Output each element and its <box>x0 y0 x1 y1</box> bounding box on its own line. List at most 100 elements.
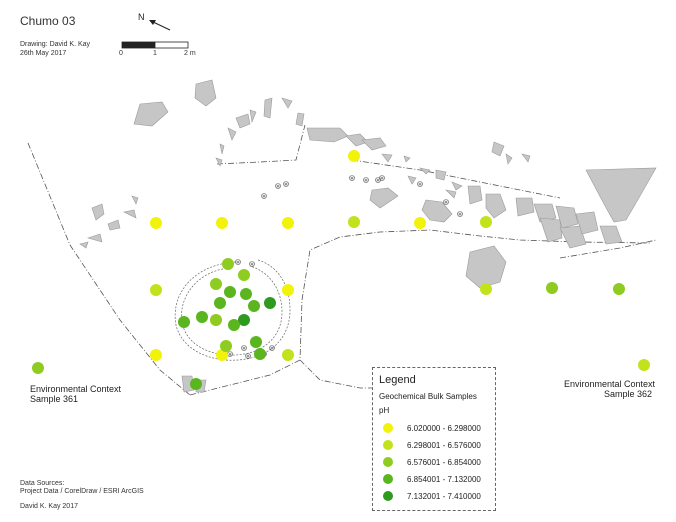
stone <box>559 225 587 249</box>
stone <box>419 167 431 175</box>
stone <box>249 109 257 124</box>
sample-marker <box>227 351 233 357</box>
env-sample-361-label: Environmental Context Sample 361 <box>30 384 121 404</box>
sample-marker <box>262 194 266 198</box>
drawing-credit: Drawing: David K. Kay 26th May 2017 <box>20 40 90 58</box>
sample-point <box>32 362 44 374</box>
sample-point <box>250 336 262 348</box>
legend-swatch <box>383 474 393 484</box>
sample-marker <box>236 260 240 264</box>
sample-point <box>282 284 294 296</box>
drawing-date: 26th May 2017 <box>20 50 67 57</box>
legend-label: 6.020000 - 6.298000 <box>407 423 481 433</box>
stone <box>421 199 453 223</box>
sample-point <box>150 284 162 296</box>
stone <box>235 113 251 129</box>
stone <box>123 209 137 219</box>
stone <box>361 137 387 151</box>
legend-swatch <box>383 491 393 501</box>
sample-point <box>210 278 222 290</box>
legend: Legend Geochemical Bulk Samples pH 6.020… <box>372 367 496 511</box>
legend-label: 6.854001 - 7.132000 <box>407 474 481 484</box>
stone <box>465 245 507 289</box>
stone <box>194 79 217 107</box>
legend-row: 6.020000 - 6.298000 <box>383 422 481 434</box>
legend-title: Legend <box>379 374 416 386</box>
sample-point <box>638 359 650 371</box>
sample-point <box>480 216 492 228</box>
sample-point <box>224 286 236 298</box>
sample-marker <box>363 177 369 183</box>
sample-point <box>254 348 266 360</box>
stone <box>295 112 305 127</box>
sample-marker <box>379 175 385 181</box>
stone <box>467 185 483 205</box>
sample-marker <box>457 211 463 217</box>
sample-marker <box>249 261 255 267</box>
stone <box>585 167 657 223</box>
north-arrow-icon <box>149 20 171 31</box>
stone <box>86 233 103 243</box>
sample-point <box>222 258 234 270</box>
stone <box>79 241 89 249</box>
sample-point <box>348 150 360 162</box>
sample-marker <box>284 182 288 186</box>
sample-point <box>228 319 240 331</box>
stone <box>91 203 105 221</box>
sample-point <box>178 316 190 328</box>
stone <box>515 197 535 217</box>
stone <box>533 203 557 223</box>
sample-point <box>220 340 232 352</box>
sample-point <box>190 378 202 390</box>
stone <box>575 211 599 235</box>
sample-point <box>238 269 250 281</box>
sample-marker <box>349 175 355 181</box>
sample-marker <box>283 181 289 187</box>
sample-marker <box>235 259 241 265</box>
sample-marker <box>246 354 250 358</box>
env-sample-362-label: Environmental Context Sample 362 <box>564 379 656 399</box>
sample-point <box>216 217 228 229</box>
env-left-line1: Environmental Context <box>30 384 122 394</box>
stone <box>381 153 393 163</box>
sample-marker <box>418 182 422 186</box>
sample-marker <box>275 183 281 189</box>
stone <box>435 169 447 181</box>
north-label: N <box>138 12 145 22</box>
stone <box>306 127 349 143</box>
drawing-author: Drawing: David K. Kay <box>20 41 91 48</box>
sample-marker <box>242 346 246 350</box>
sample-points-layer <box>32 150 650 390</box>
stone <box>181 375 195 393</box>
sample-point <box>264 297 276 309</box>
legend-row: 6.854001 - 7.132000 <box>383 473 481 485</box>
stone <box>263 97 273 119</box>
legend-label: 6.298001 - 6.576000 <box>407 440 481 450</box>
legend-swatch <box>383 423 393 433</box>
author-credit: David K. Kay 2017 <box>20 503 78 510</box>
sample-point <box>282 217 294 229</box>
stone <box>555 205 579 229</box>
sample-marker <box>417 181 423 187</box>
sample-marker <box>270 346 274 350</box>
stone <box>227 127 237 141</box>
sample-marker <box>364 178 368 182</box>
sample-marker <box>250 262 254 266</box>
sample-marker <box>228 352 232 356</box>
legend-row: 6.298001 - 6.576000 <box>383 439 481 451</box>
site-boundary <box>27 124 657 396</box>
stones-layer <box>79 79 657 393</box>
sample-marker <box>376 178 380 182</box>
sample-marker <box>261 193 267 199</box>
sample-point <box>248 300 260 312</box>
stone <box>485 193 507 219</box>
sample-marker <box>380 176 384 180</box>
stone <box>131 195 139 205</box>
sample-marker <box>458 212 462 216</box>
stone <box>403 155 411 163</box>
env-right-line1: Environmental Context <box>564 379 656 389</box>
legend-swatch <box>383 440 393 450</box>
env-left-line2: Sample 361 <box>30 394 79 404</box>
stone <box>133 101 169 127</box>
